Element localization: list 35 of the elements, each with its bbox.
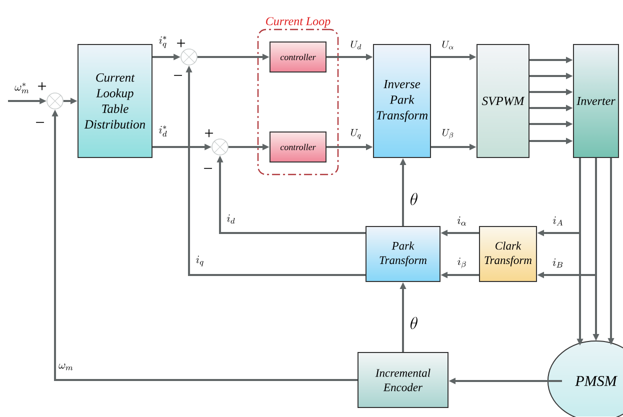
edge-label: $U_d$ (350, 40, 362, 50)
edge-label: $\omega_m^*$ (14, 82, 30, 94)
process-box: Incremental Encoder (358, 352, 448, 408)
node-label: Current Loop (266, 17, 330, 28)
edge-label: $U_\beta$ (441, 128, 455, 140)
summing-junction (180, 48, 198, 66)
process-box: SVPWM (476, 44, 530, 158)
process-box: Current Lookup Table Distribution (78, 44, 152, 158)
sign-label: + (205, 129, 213, 138)
sign-label: + (177, 39, 185, 48)
edge-label: $i_q^*$ (158, 36, 168, 48)
sign-label: − (204, 168, 212, 169)
sign-label: − (36, 122, 44, 123)
process-box: Inverse Park Transform (373, 44, 431, 158)
sign-label: − (174, 74, 182, 76)
edge-label: $\omega_m$ (58, 363, 74, 371)
edge-label: $U_q$ (350, 128, 362, 140)
edge-label: $i_d^*$ (158, 125, 168, 137)
edge-label: $i_B$ (552, 258, 564, 268)
edge-label: $U_\alpha$ (441, 40, 455, 50)
controller-box: controller (270, 42, 326, 72)
edge-label: $\theta$ (409, 316, 419, 330)
controller-box: controller (270, 132, 326, 162)
edge-label: $i_\beta$ (456, 257, 468, 269)
process-box: Inverter (573, 44, 619, 158)
edge-label: $i_\alpha$ (456, 216, 468, 226)
sign-label: + (38, 82, 46, 90)
edge-label: $i_A$ (552, 216, 564, 226)
summing-junction (46, 92, 64, 110)
process-box: Park Transform (366, 226, 440, 282)
edge-label: $i_d$ (226, 214, 236, 224)
edge-label: $i_q$ (195, 255, 205, 267)
process-box: Clark Transform (479, 226, 537, 282)
summing-junction (212, 138, 228, 156)
edge-label: $\theta$ (409, 192, 419, 206)
